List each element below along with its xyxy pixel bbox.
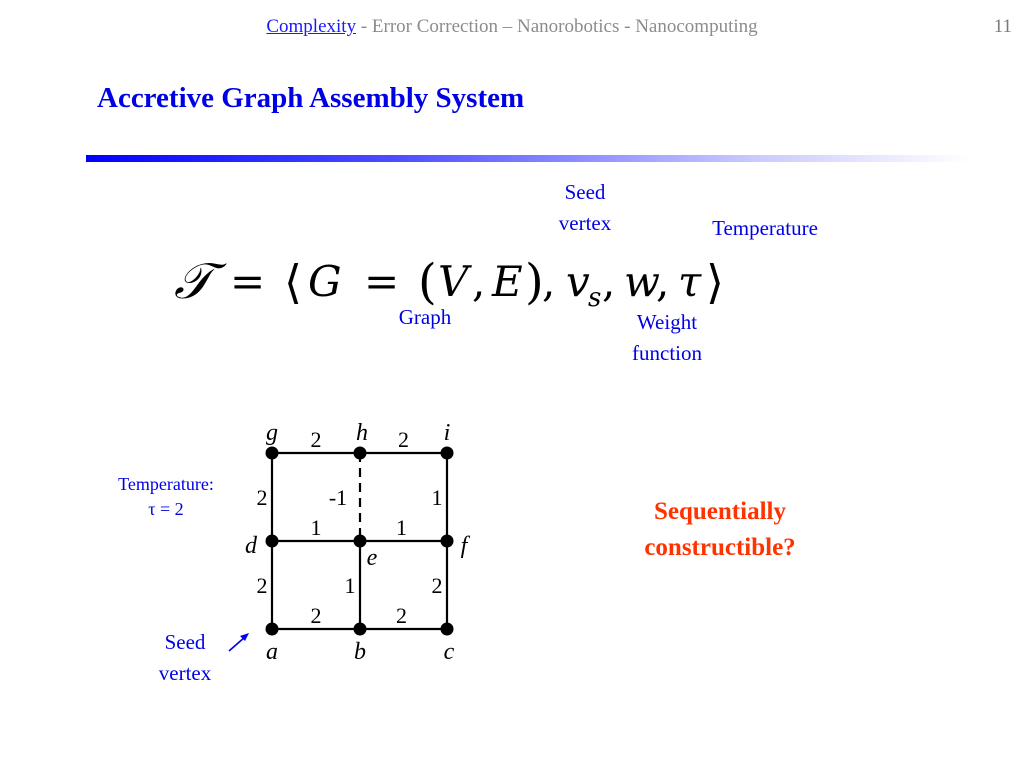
slide-header: Complexity - Error Correction – Nanorobo… [0, 16, 1024, 38]
edge-weight-i-f: 1 [432, 485, 443, 510]
vertex-c [440, 622, 454, 636]
vertex-label-e: e [367, 545, 378, 571]
edges-layer [270, 451, 449, 631]
vertex-label-h: h [356, 420, 368, 446]
vertex-label-c: c [444, 639, 455, 665]
svg-text:w: w [624, 257, 660, 306]
edge-weight-g-d: 2 [257, 485, 268, 510]
weight-function-line1: Weight [636, 310, 698, 334]
edge-weight-e-b: 1 [345, 573, 356, 598]
seed-vertex-label-line2: vertex [558, 211, 612, 235]
title-underline-bar [86, 155, 970, 162]
svg-text:,: , [542, 257, 555, 306]
vertex-d [265, 534, 279, 548]
vertex-i [440, 446, 454, 460]
vertex-label-d: d [245, 533, 258, 559]
svg-text:𝒯: 𝒯 [174, 252, 227, 310]
svg-text:,: , [472, 257, 485, 306]
vertex-label-b: b [354, 639, 366, 665]
edge-weight-d-e: 1 [311, 515, 322, 540]
temperature-label: Temperature [712, 216, 818, 240]
header-link-complexity[interactable]: Complexity [266, 16, 357, 37]
seed-vertex-label: Seed vertex [545, 177, 625, 239]
slide-title: Accretive Graph Assembly System [97, 82, 525, 114]
vertex-e [353, 534, 367, 548]
graph-label: Graph [398, 305, 452, 329]
svg-text:,: , [602, 257, 615, 306]
svg-text:,: , [656, 257, 669, 306]
weight-function-label: Weight function [612, 307, 722, 369]
vertex-labels-layer: g h i d e f a b c [245, 420, 471, 665]
seed-vertex-side-line2: vertex [158, 661, 212, 685]
edge-weight-b-c: 2 [396, 603, 407, 628]
vertices-layer [265, 446, 454, 636]
page-number: 11 [993, 16, 1012, 37]
header-topics: - Error Correction – Nanorobotics - Nano… [356, 16, 758, 37]
seed-vertex-side-label: Seed vertex [145, 627, 225, 689]
edge-weight-a-b: 2 [311, 603, 322, 628]
svg-text:⟨: ⟨ [284, 255, 302, 309]
svg-text:E: E [491, 257, 523, 306]
weight-function-line2: function [632, 341, 702, 365]
question-line1: Sequentially [654, 498, 786, 525]
svg-text:(: ( [418, 254, 437, 310]
svg-text:⟩: ⟩ [706, 255, 724, 309]
svg-text:=: = [364, 257, 399, 306]
temperature-tau-line2: τ = 2 [148, 499, 184, 519]
vertex-f [440, 534, 454, 548]
edge-weight-d-a: 2 [257, 573, 268, 598]
vertex-a [265, 622, 279, 636]
seed-pointer-arrow [228, 633, 249, 652]
vertex-b [353, 622, 367, 636]
vertex-h [353, 446, 367, 460]
temperature-tau-label: Temperature: τ = 2 [98, 472, 234, 522]
svg-text:G: G [308, 257, 342, 306]
seed-vertex-label-line1: Seed [564, 180, 606, 204]
vertex-g [265, 446, 279, 460]
svg-text:v: v [566, 257, 590, 306]
vertex-label-f: f [461, 533, 471, 559]
svg-text:): ) [525, 254, 544, 310]
edge-weight-f-c: 2 [432, 573, 443, 598]
edge-weight-e-f: 1 [396, 515, 407, 540]
edge-weight-h-i: 2 [398, 427, 409, 452]
temperature-tau-line1: Temperature: [118, 474, 214, 494]
system-formula: 𝒯 = ⟨ G = ( V , E ) , v s , w , τ ⟩ [174, 252, 724, 313]
seed-vertex-side-line1: Seed [164, 630, 206, 654]
svg-text:V: V [438, 257, 472, 306]
vertex-label-i: i [444, 420, 451, 446]
constructible-question: Sequentially constructible? [612, 494, 828, 566]
svg-text:s: s [588, 283, 601, 313]
svg-text:τ: τ [678, 257, 702, 306]
svg-text:=: = [230, 257, 265, 306]
vertex-label-g: g [266, 420, 278, 446]
question-line2: constructible? [644, 534, 796, 561]
edge-weight-g-h: 2 [311, 427, 322, 452]
vertex-label-a: a [266, 639, 278, 665]
edge-weight-h-e: -1 [329, 485, 347, 510]
